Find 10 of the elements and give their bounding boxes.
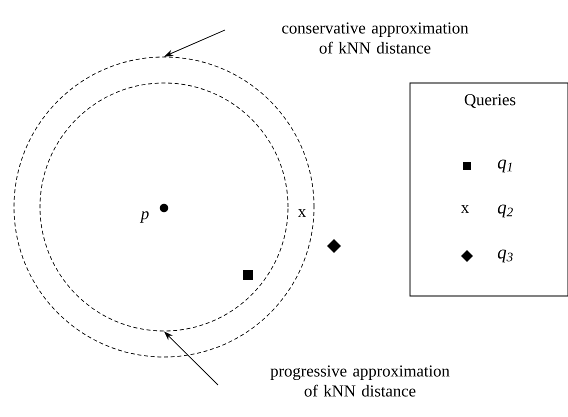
legend-title: Queries xyxy=(464,94,516,108)
query-marker: x xyxy=(460,205,469,213)
legend-label: q$_{2}$ xyxy=(498,204,513,218)
annotation-text: conservative approximation of kNN distance xyxy=(282,22,468,54)
dashed-circle xyxy=(14,56,314,358)
dashed-circle xyxy=(40,82,288,332)
legend-label: q$_{1}$ xyxy=(498,160,512,172)
point-label: p xyxy=(140,211,149,223)
legend-label: q$_{3}$ xyxy=(498,250,513,262)
annotation-text: progressive approximation of kNN distance xyxy=(270,365,450,397)
